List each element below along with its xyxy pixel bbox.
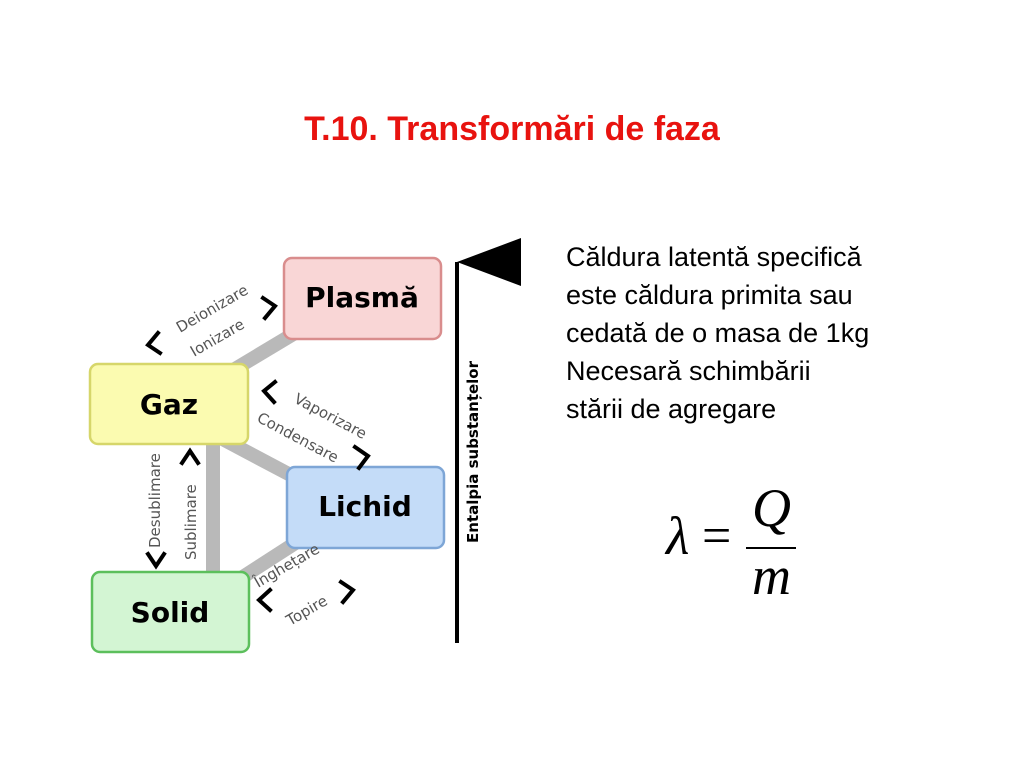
formula-numerator: Q xyxy=(752,478,791,538)
chevron-arrow-icon xyxy=(260,295,278,321)
chevron-arrow-icon xyxy=(179,447,201,466)
state-label-gaz: Gaz xyxy=(140,388,198,421)
chevron-arrow-icon xyxy=(256,587,273,613)
transition-label-sublimare: Sublimare xyxy=(182,484,200,560)
description-line: cedată de o masa de 1kg xyxy=(566,318,870,348)
state-solid: Solid xyxy=(90,570,251,654)
latent-heat-description: Căldura latentă specifică este căldura p… xyxy=(566,238,1006,428)
formula-denominator: m xyxy=(752,546,791,606)
chevron-arrow-icon xyxy=(261,379,278,405)
slide-title: T.10. Transformări de faza xyxy=(304,110,720,148)
description-line: Necesară schimbării xyxy=(566,356,811,386)
chevron-arrow-icon xyxy=(145,330,163,356)
state-label-lichid: Lichid xyxy=(318,490,412,523)
transition-label-desublimare: Desublimare xyxy=(146,453,164,548)
state-label-plasma: Plasmă xyxy=(305,281,419,314)
fraction-bar xyxy=(746,547,796,549)
chevron-arrow-icon xyxy=(338,579,356,605)
description-line: Căldura latentă specifică xyxy=(566,242,862,272)
state-plasma: Plasmă xyxy=(282,256,443,341)
formula-symbol: λ xyxy=(666,506,690,566)
transition-label-topire: Topire xyxy=(282,592,330,630)
chevron-arrow-icon xyxy=(145,551,167,570)
description-line: este căldura primita sau xyxy=(566,280,853,310)
latent-heat-formula: λ = Q m xyxy=(660,478,820,615)
chevron-arrow-icon xyxy=(352,444,371,471)
state-label-solid: Solid xyxy=(131,596,210,629)
formula-equals: = xyxy=(702,508,732,565)
description-line: stării de agregare xyxy=(566,394,777,424)
enthalpy-axis-label: Entalpia substanțelor xyxy=(464,360,482,543)
state-gaz: Gaz xyxy=(88,362,250,446)
state-lichid: Lichid xyxy=(285,465,446,550)
